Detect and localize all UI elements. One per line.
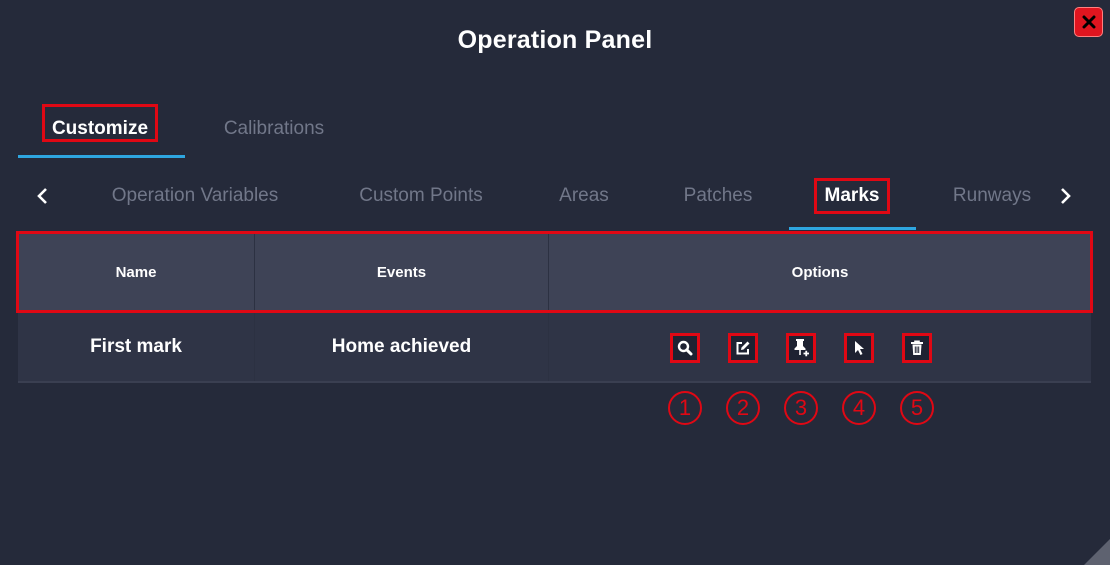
callout-2: 2 [726, 391, 760, 425]
zoom-icon [677, 340, 693, 356]
active-tab-indicator [18, 155, 185, 158]
resize-handle[interactable] [1084, 539, 1110, 565]
cursor-icon [855, 341, 864, 355]
subtab-label: Patches [683, 185, 753, 206]
page-title: Operation Panel [457, 26, 653, 54]
chevron-left-icon [37, 188, 47, 204]
pin-add-button[interactable] [786, 333, 816, 363]
edit-button[interactable] [728, 333, 758, 363]
callout-3: 3 [784, 391, 818, 425]
cursor-button[interactable] [844, 333, 874, 363]
subtab-label: Marks [824, 185, 880, 206]
tab-label: Calibrations [223, 118, 325, 139]
cell-options [549, 312, 1091, 381]
callout-1: 1 [668, 391, 702, 425]
close-button[interactable] [1074, 7, 1103, 37]
column-header-name[interactable]: Name [18, 234, 255, 311]
edit-icon [736, 341, 750, 355]
subtab-label: Operation Variables [111, 185, 279, 206]
cell-events: Home achieved [255, 312, 549, 381]
zoom-button[interactable] [670, 333, 700, 363]
scroll-right-button[interactable] [1046, 176, 1086, 216]
trash-icon [911, 340, 923, 355]
tab-customize[interactable]: Customize [42, 104, 158, 154]
callout-4: 4 [842, 391, 876, 425]
close-icon [1082, 15, 1095, 29]
subtab-runways[interactable]: Runways [950, 176, 1034, 216]
delete-button[interactable] [902, 333, 932, 363]
table-header: Name Events Options [18, 234, 1091, 311]
chevron-right-icon [1061, 188, 1071, 204]
subtab-patches[interactable]: Patches [680, 176, 756, 216]
subtab-label: Runways [952, 185, 1032, 206]
active-subtab-indicator [789, 227, 916, 230]
subtab-marks[interactable]: Marks [814, 176, 890, 216]
cell-name: First mark [18, 312, 255, 381]
subtab-areas[interactable]: Areas [556, 176, 612, 216]
callout-5: 5 [900, 391, 934, 425]
scroll-left-button[interactable] [22, 176, 62, 216]
column-header-events[interactable]: Events [255, 234, 549, 311]
subtab-custom-points[interactable]: Custom Points [354, 176, 488, 216]
subtab-label: Areas [559, 185, 609, 206]
pin-add-icon [794, 339, 809, 357]
tab-label: Customize [51, 118, 149, 139]
tab-calibrations[interactable]: Calibrations [208, 104, 340, 154]
subtab-operation-variables[interactable]: Operation Variables [105, 176, 285, 216]
column-header-options: Options [791, 264, 849, 281]
subtab-label: Custom Points [359, 185, 483, 206]
